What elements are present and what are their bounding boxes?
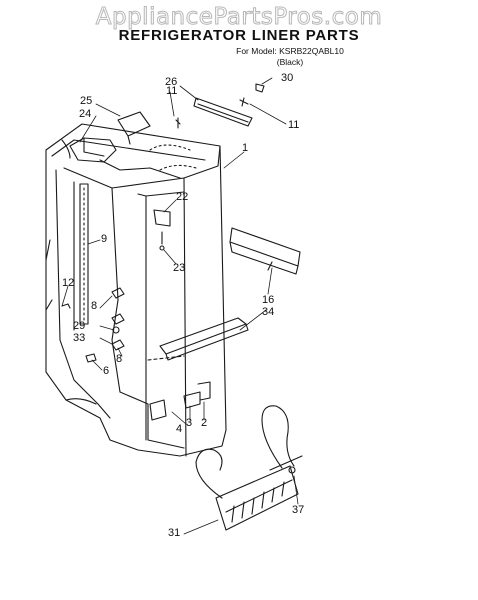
drain-heater — [195, 405, 303, 531]
liner-shell — [45, 123, 227, 457]
callout-part-23: 23 — [173, 262, 186, 274]
callout-part-30: 30 — [281, 72, 294, 84]
model-color: (Black) — [276, 57, 304, 67]
callout-part-9: 9 — [101, 233, 108, 245]
callout-part-11-right: 11 — [288, 119, 300, 131]
callout-part-8-lower: 8 — [116, 353, 123, 365]
control-housing — [61, 111, 151, 163]
callout-part-33: 33 — [73, 332, 86, 344]
callout-part-29: 29 — [73, 320, 86, 332]
shelf-support-front — [159, 317, 249, 361]
callout-part-26: 26 — [165, 76, 178, 88]
model-number: For Model: KSRB22QABL10 — [236, 46, 344, 56]
model-info: For Model: KSRB22QABL10 (Black) — [200, 46, 380, 68]
side-bracket — [153, 209, 171, 251]
callout-part-4: 4 — [176, 423, 183, 435]
bottom-brackets — [149, 381, 211, 421]
callout-part-3: 3 — [186, 417, 193, 429]
top-bracket — [175, 83, 265, 129]
callout-part-11-top: 11 — [166, 85, 178, 97]
callout-part-12: 12 — [62, 277, 75, 289]
callout-part-25: 25 — [80, 95, 93, 107]
callout-part-37: 37 — [292, 504, 305, 516]
callout-part-22: 22 — [176, 191, 189, 203]
callout-part-6: 6 — [103, 365, 110, 377]
callout-part-16: 16 — [262, 294, 275, 306]
callout-part-1: 1 — [242, 142, 249, 154]
shelf-rail — [73, 181, 89, 331]
callout-part-2: 2 — [201, 417, 208, 429]
crisper-cover-support — [229, 227, 301, 275]
callout-part-8-upper: 8 — [91, 300, 98, 312]
callout-part-31: 31 — [168, 527, 181, 539]
watermark-logo: AppliancePartsPros.com — [95, 4, 383, 31]
callout-part-34: 34 — [262, 306, 275, 318]
callout-part-24: 24 — [79, 108, 92, 120]
leader-lines — [61, 77, 299, 535]
diagram-title: REFRIGERATOR LINER PARTS — [118, 27, 360, 44]
